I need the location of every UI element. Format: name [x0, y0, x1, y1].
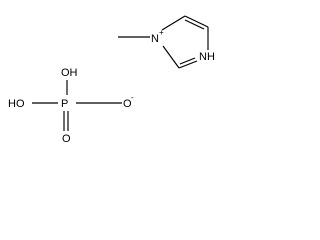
ring-bond-c2-n3: [178, 60, 198, 69]
imidazolium-cation: N + NH: [118, 15, 215, 69]
hydroxyl-left-label: HO: [8, 98, 25, 110]
phosphate-anion: OH HO P O - O: [8, 67, 134, 145]
nitrogen-positive-charge: +: [159, 28, 164, 37]
ring-bond-c4-c5-double: [184, 19, 205, 30]
ring-bond-c2-n3-double: [179, 57, 196, 65]
methyl-nitrogen-label: N: [151, 33, 159, 45]
oxo-oxygen-label: O: [62, 133, 71, 145]
nh-label: NH: [199, 51, 215, 63]
ring-bond-n1-c2: [162, 45, 180, 69]
ring-bond-c5-n1: [161, 15, 186, 31]
oxide-oxygen-label: O: [123, 98, 132, 110]
ring-bond-c4-c5: [184, 15, 209, 28]
phosphorus-label: P: [61, 98, 68, 110]
oxide-negative-charge: -: [131, 93, 134, 102]
structure-diagram: N + NH OH HO P O - O: [8, 15, 215, 145]
hydroxyl-top-label: OH: [61, 67, 78, 79]
